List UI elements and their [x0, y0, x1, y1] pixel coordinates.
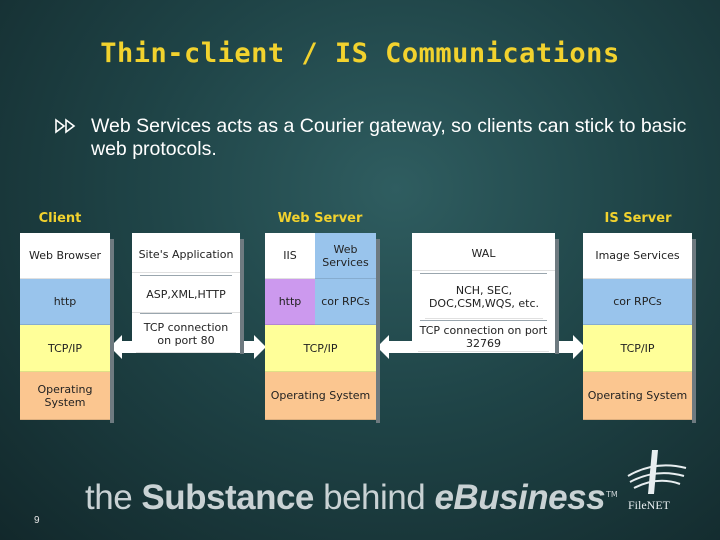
double-arrow-bullet-icon	[55, 118, 76, 134]
header-web-server: Web Server	[277, 211, 363, 226]
is-server-os: Operating System	[583, 372, 692, 420]
is-server-image-services: Image Services	[583, 233, 692, 279]
tagline-ebusiness: eBusiness	[434, 478, 606, 517]
slide-title: Thin-client / IS Communications	[100, 38, 620, 69]
architecture-diagram: Client Web Server IS Server Web Browser …	[0, 205, 720, 445]
tagline-behind: behind	[323, 478, 426, 517]
link-panel-right	[412, 233, 555, 352]
link-tcp-port-80: TCP connection on port 80	[136, 315, 236, 353]
link-site-application: Site's Application	[132, 237, 240, 273]
bullet-text: Web Services acts as a Courier gateway, …	[91, 115, 687, 160]
client-http: http	[20, 279, 110, 325]
header-is-server: IS Server	[604, 211, 672, 226]
is-server-cor-rpcs: cor RPCs	[583, 279, 692, 325]
filenet-logo-text: FileNET	[628, 498, 670, 512]
web-server-os: Operating System	[265, 372, 376, 420]
client-os: Operating System	[20, 372, 110, 420]
client-web-browser: Web Browser	[20, 233, 110, 279]
link-wal: WAL	[412, 237, 555, 271]
link-nch-sec-doc: NCH, SEC, DOC,CSM,WQS, etc.	[425, 275, 543, 319]
tagline-the: the	[85, 478, 133, 517]
web-server-cor-rpcs: cor RPCs	[315, 279, 376, 325]
is-server-tcpip: TCP/IP	[583, 325, 692, 372]
trademark-mark: TM	[606, 490, 618, 499]
web-server-web-services: Web Services	[315, 233, 376, 279]
tagline-substance: Substance	[141, 478, 314, 517]
web-server-http: http	[265, 279, 315, 325]
web-server-iis: IIS	[265, 233, 315, 279]
web-server-tcpip: TCP/IP	[265, 325, 376, 372]
page-number: 9	[34, 515, 40, 526]
link-tcp-port-32769: TCP connection on port 32769	[418, 322, 549, 352]
link-panel-left	[132, 233, 240, 352]
header-client: Client	[38, 211, 82, 226]
client-tcpip: TCP/IP	[20, 325, 110, 372]
tagline: the Substance behind eBusiness	[85, 478, 606, 518]
link-asp-xml-http: ASP,XML,HTTP	[132, 277, 240, 313]
filenet-logo-icon	[627, 450, 687, 494]
